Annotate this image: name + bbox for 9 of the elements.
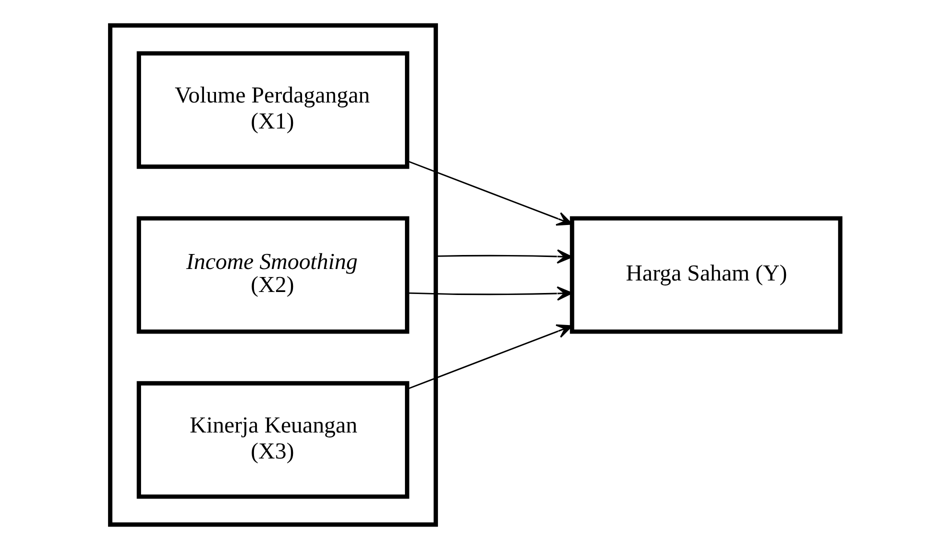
node-box: Volume Perdagangan (X1)	[136, 51, 410, 169]
node-box: Kinerja Keuangan (X3)	[136, 381, 410, 499]
node-box: Harga Saham (Y)	[570, 216, 842, 334]
cluster	[108, 23, 438, 527]
arrow	[436, 249, 572, 264]
arrow	[408, 286, 572, 301]
arrow	[407, 324, 572, 390]
arrow	[407, 160, 572, 226]
node-box: Income Smoothing (X2)	[136, 216, 410, 334]
